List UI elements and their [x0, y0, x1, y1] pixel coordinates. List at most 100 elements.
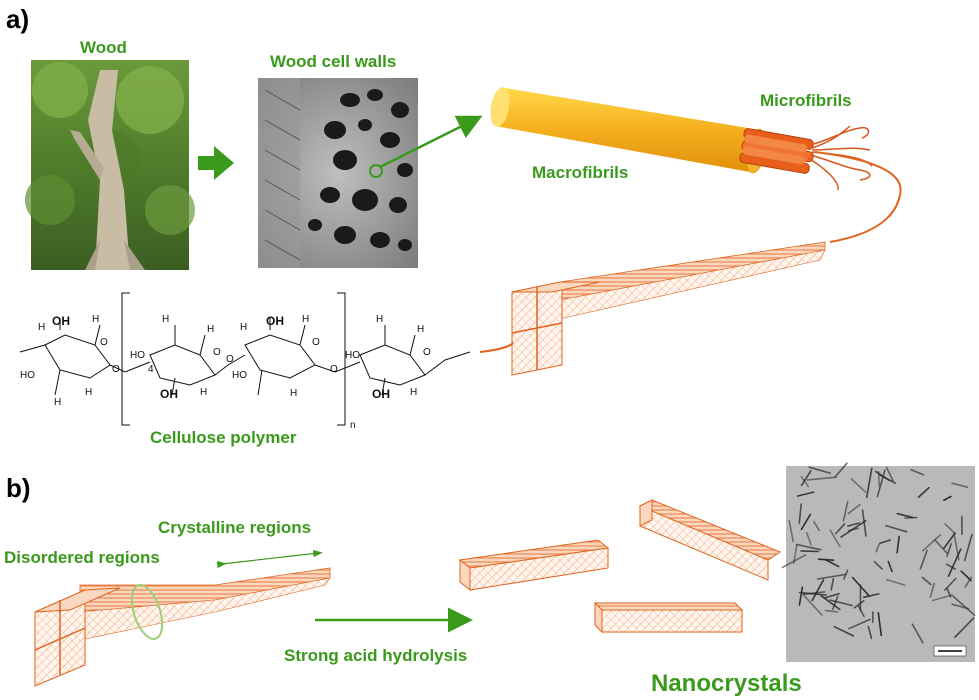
- nanocrystal-needle: [934, 539, 948, 554]
- nanocrystal-needle: [806, 476, 837, 481]
- nanocrystal-needle: [800, 475, 810, 488]
- h-label: H: [240, 322, 247, 333]
- nanocrystal-needle: [951, 482, 969, 489]
- nanocrystal-needle: [865, 467, 873, 499]
- nanocrystal-needle: [830, 577, 835, 591]
- single-fibril-strand: [814, 151, 902, 243]
- nanocrystal-needle: [879, 539, 891, 545]
- nanocrystal-needle: [944, 577, 957, 591]
- nanocrystal-needle: [843, 569, 849, 580]
- nanocrystal-needle: [921, 576, 932, 586]
- nanocrystal-needle: [788, 520, 795, 543]
- nanocrystal-needle: [802, 593, 823, 616]
- ho-label: HO: [345, 350, 360, 361]
- nanocrystal-needle: [792, 544, 798, 565]
- nanocrystal-needle: [929, 582, 935, 598]
- nanocrystal-needle: [954, 617, 975, 639]
- nanocrystal-needle: [824, 609, 839, 613]
- nanocrystal-needle: [873, 560, 883, 570]
- nanocrystal-needle: [842, 500, 849, 522]
- h-label: H: [207, 324, 214, 335]
- o-label: O: [330, 364, 338, 375]
- ho-label: HO: [130, 350, 145, 361]
- nanocrystal-needle: [952, 595, 976, 617]
- nanocrystal-needle: [911, 623, 924, 644]
- cell-wall-sem-image: [258, 78, 418, 268]
- cellulose-polymer-label: Cellulose polymer: [150, 428, 297, 447]
- nanocrystal-needle: [798, 586, 804, 606]
- four-label: 4: [148, 364, 154, 375]
- o-label: O: [226, 354, 234, 365]
- elementary-fibril-b: [34, 567, 331, 687]
- h-label: H: [410, 387, 417, 398]
- oh-label-blue-2: OH: [372, 387, 390, 401]
- nanocrystal-needle: [887, 560, 893, 573]
- nanocrystal-needle: [946, 542, 953, 558]
- nanocrystal-needle: [885, 578, 906, 586]
- nanocrystal-2: [638, 499, 782, 581]
- nanocrystal-needle: [853, 600, 865, 609]
- nanocrystal-needle: [944, 523, 956, 535]
- h-label: H: [290, 388, 297, 399]
- nanocrystal-needle: [802, 591, 826, 596]
- nanocrystal-needle: [875, 543, 881, 553]
- nanocrystal-needle: [942, 532, 956, 550]
- cellulose-structure: [19, 292, 471, 426]
- hydrolysis-label: Strong acid hydrolysis: [284, 646, 468, 665]
- nanocrystal-needle: [824, 558, 840, 568]
- wood-photo: [25, 60, 195, 270]
- h-label: H: [54, 397, 61, 408]
- nanocrystal-needle: [877, 611, 883, 637]
- nanocrystal-needle: [817, 558, 835, 562]
- nanocrystal-needle: [840, 519, 867, 538]
- nanocrystal-needle: [917, 486, 930, 498]
- elementary-fibril-a: [511, 241, 826, 376]
- nanocrystal-needle: [796, 491, 815, 497]
- nanocrystal-needle: [820, 594, 841, 611]
- disordered-region-marker: [130, 584, 164, 640]
- nanocrystal-needle: [960, 570, 972, 582]
- nanocrystal-needle: [834, 462, 848, 478]
- nanocrystal-needle: [847, 522, 860, 527]
- nanocrystal-needle: [878, 473, 897, 485]
- nanocrystal-needle: [847, 503, 861, 515]
- o-label: O: [112, 364, 120, 375]
- nanocrystal-needle: [885, 466, 894, 482]
- nanocrystal-needle: [896, 535, 900, 554]
- crystalline-span-arrow: [216, 549, 323, 569]
- panel-a-label: a): [6, 4, 30, 34]
- nanocrystal-needle: [884, 524, 908, 533]
- ho-label: HO: [232, 370, 247, 381]
- nanocrystal-needle: [867, 625, 873, 640]
- nanocrystal-needle: [850, 477, 867, 493]
- nanocrystal-3: [593, 601, 744, 634]
- h-label: H: [92, 314, 99, 325]
- o-label: O: [213, 347, 221, 358]
- nanocrystal-needle: [812, 520, 821, 532]
- microfibrils-label: Microfibrils: [760, 91, 852, 110]
- fibril-chain-link: [479, 341, 514, 353]
- nanocrystal-tem-image: [781, 462, 976, 662]
- nanocrystal-needle: [829, 599, 853, 607]
- nanocrystal-needle: [876, 469, 886, 498]
- nanocrystal-needle: [862, 593, 880, 599]
- nanocrystal-needle: [800, 550, 820, 553]
- nanocrystal-needle: [795, 543, 822, 551]
- oh-label-red-1: OH: [52, 314, 70, 328]
- zoom-arrow: [379, 115, 483, 169]
- nanocrystal-needle: [800, 513, 812, 531]
- nanocrystal-needle: [805, 531, 812, 546]
- cell-walls-label: Wood cell walls: [270, 52, 397, 71]
- nanocrystal-needle: [816, 573, 846, 580]
- nanocrystal-needle: [921, 534, 942, 552]
- wood-label: Wood: [80, 38, 127, 57]
- nanocrystal-needle: [861, 509, 867, 537]
- nanocrystal-needle: [811, 579, 825, 602]
- nanocrystal-needle: [848, 618, 871, 630]
- cellulose-atom-labels: OH OH OH OH H H O HO H H O HO H 4 H O O …: [20, 314, 431, 431]
- nanocrystal-needle: [808, 466, 831, 474]
- nanocrystal-needle: [953, 532, 960, 561]
- nanocrystal-needle: [910, 468, 925, 476]
- ho-label: HO: [20, 370, 35, 381]
